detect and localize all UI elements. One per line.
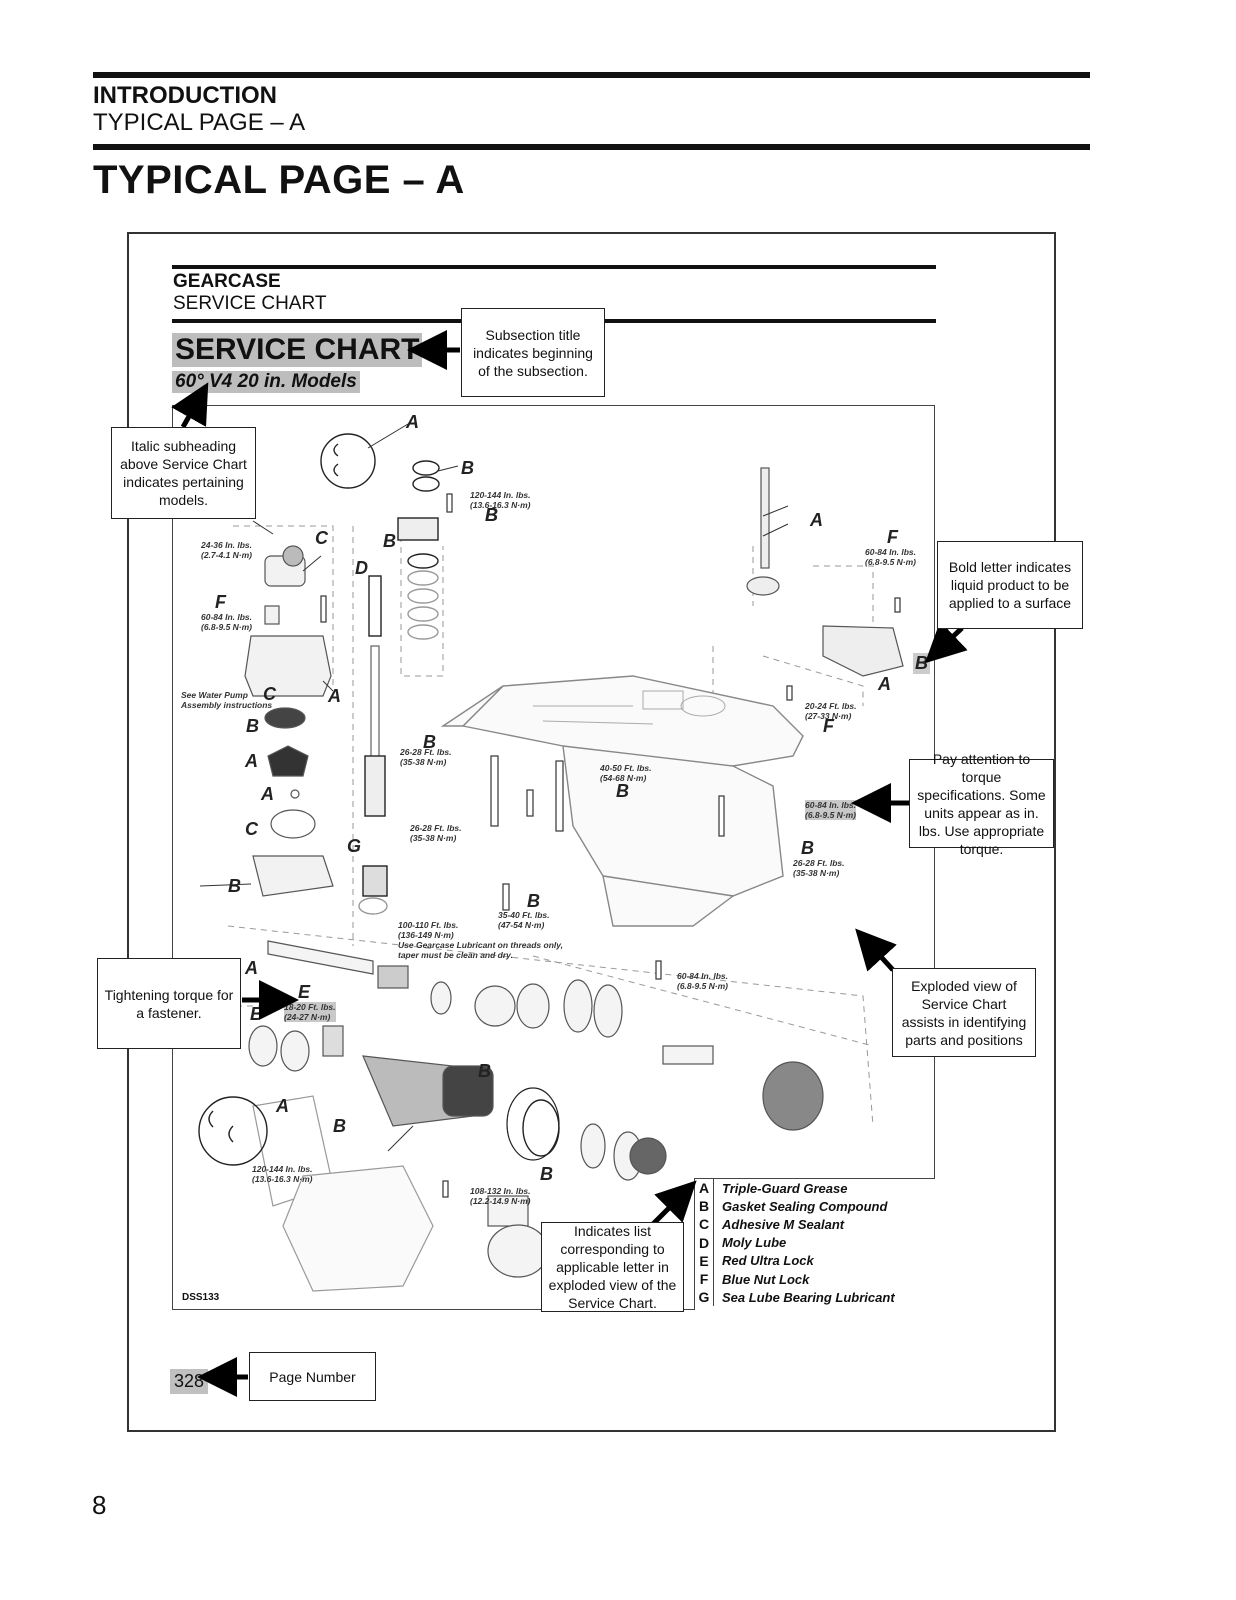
legend-row-c: C Adhesive M Sealant [695, 1215, 935, 1234]
torque-spec-11: 35-40 Ft. lbs.(47-54 N·m) [498, 910, 550, 930]
part-letter-a-impeller: A [245, 751, 258, 771]
callout-tightening-torque: Tightening torque for a fastener. [97, 958, 241, 1049]
part-letter-c-gasket: C [245, 819, 258, 839]
torque-spec-15: 120-144 In. lbs.(13.6-16.3 N·m) [252, 1164, 313, 1184]
callout-page-number: Page Number [249, 1352, 376, 1401]
legend-text: Red Ultra Lock [722, 1253, 814, 1269]
legend-text: Blue Nut Lock [722, 1271, 810, 1287]
part-letter-f-right: F [887, 527, 898, 547]
part-letter-a-tube: A [810, 510, 823, 530]
torque-spec-14: 18-20 Ft. lbs.(24-27 N·m) [284, 1002, 336, 1022]
figure-id: DSS133 [182, 1292, 220, 1303]
torque-spec-1: 120-144 In. lbs.(13.6-16.3 N·m) [470, 490, 531, 510]
part-letter-b-ring: B [540, 1164, 553, 1184]
sample-section-title: GEARCASE [173, 271, 281, 292]
legend-row-b: B Gasket Sealing Compound [695, 1197, 935, 1216]
legend-letter: C [695, 1215, 714, 1234]
part-letter-b-housing: B [246, 716, 259, 736]
sample-subsection-title: SERVICE CHART [173, 293, 327, 314]
legend-letter: D [695, 1233, 714, 1252]
part-letter-a-key: A [261, 784, 274, 804]
legend-text: Gasket Sealing Compound [722, 1198, 888, 1214]
part-letter-e: E [298, 982, 311, 1002]
exploded-view-diagram: A B B C B D A F F B A C A F B B A B A C … [172, 405, 935, 1310]
part-letter-f-bolt: F [823, 716, 834, 736]
part-letter-b-plate-low: B [228, 876, 241, 896]
exploded-view-drawing [198, 423, 904, 1292]
torque-spec-4: 60-84 In. lbs.(6.8-9.5 N·m) [865, 547, 917, 567]
legend-row-g: G Sea Lube Bearing Lubricant [695, 1288, 935, 1307]
part-letter-a-clip: A [276, 1096, 289, 1116]
legend-letter: B [695, 1197, 714, 1216]
callout-italic-subheading: Italic subheading above Service Chart in… [111, 427, 256, 519]
part-letter-a-top: A [406, 412, 419, 432]
torque-spec-5: 20-24 Ft. lbs.(27-33 N·m) [805, 701, 857, 721]
lubricant-legend: A Triple-Guard Grease B Gasket Sealing Com… [694, 1178, 935, 1310]
torque-spec-3: 60-84 In. lbs.(6.8-9.5 N·m) [201, 612, 253, 632]
part-letter-f-left: F [215, 592, 226, 612]
sample-page-number: 328 [170, 1369, 209, 1394]
legend-text: Adhesive M Sealant [722, 1216, 845, 1232]
service-chart-title: SERVICE CHART [172, 333, 423, 367]
part-letter-b-stud: B [423, 732, 436, 752]
legend-letter: A [695, 1179, 714, 1198]
torque-spec-9: 26-28 Ft. lbs.(35-38 N·m) [410, 823, 462, 843]
part-letter-a-shaft: A [245, 958, 258, 978]
header-section: INTRODUCTION [93, 82, 277, 109]
legend-letter: F [695, 1269, 714, 1289]
legend-row-e: E Red Ultra Lock [695, 1251, 935, 1270]
sample-header-top-rule [172, 265, 936, 269]
torque-spec-2: 24-36 In. lbs.(2.7-4.1 N·m) [201, 540, 253, 560]
torque-spec-6: 26-28 Ft. lbs.(35-38 N·m) [400, 747, 452, 767]
part-letter-b-spec1: B [485, 505, 498, 525]
header-subsection: TYPICAL PAGE – A [93, 109, 306, 136]
sample-page-frame [127, 232, 1056, 1432]
torque-spec-8: 60-84 In. lbs.(6.8-9.5 N·m) [805, 800, 857, 820]
legend-row-f: F Blue Nut Lock [695, 1269, 935, 1289]
torque-spec-13: 60-84 In. lbs.(6.8-9.5 N·m) [677, 971, 729, 991]
part-letter-c-oring: C [263, 684, 276, 704]
legend-row-a: A Triple-Guard Grease [695, 1179, 935, 1198]
legend-text: Moly Lube [722, 1235, 787, 1251]
part-letter-a-plate: A [878, 674, 891, 694]
part-letter-b-nut: B [527, 891, 540, 911]
callout-subsection-title: Subsection title indicates beginning of … [461, 308, 605, 397]
page-number: 8 [92, 1490, 107, 1520]
service-chart-subheading: 60° V4 20 in. Models [172, 371, 360, 393]
part-letter-b-top: B [461, 458, 474, 478]
part-letter-b-plate: B [485, 505, 498, 525]
callout-legend-list: Indicates list corresponding to applicab… [541, 1222, 684, 1312]
torque-spec-12: 100-110 Ft. lbs.(136-149 N·m)Use Gearcas… [398, 920, 564, 960]
page-title: TYPICAL PAGE – A [93, 158, 465, 202]
header-top-rule [93, 72, 1090, 78]
part-letter-a-oring: A [328, 686, 341, 706]
torque-spec-7: 40-50 Ft. lbs.(54-68 N·m) [600, 763, 652, 783]
part-letter-d-shaft: D [355, 558, 368, 578]
part-letter-b-cover: B [913, 653, 930, 674]
part-letter-g: G [347, 836, 362, 856]
part-letter-b-bearing: B [250, 1004, 263, 1024]
part-letter-b-stud2: B [616, 781, 629, 801]
part-letter-c-cap: C [315, 528, 328, 548]
callout-bold-letter: Bold letter indicates liquid product to … [937, 541, 1083, 629]
part-letter-b-housing-low: B [333, 1116, 346, 1136]
legend-letter: G [695, 1288, 714, 1307]
legend-text: Sea Lube Bearing Lubricant [722, 1289, 895, 1305]
part-letter-b-oring: B [383, 531, 396, 551]
part-letter-b-carrier: B [478, 1061, 491, 1081]
legend-text: Triple-Guard Grease [722, 1180, 848, 1196]
callout-torque-attention: Pay attention to torque specifications. … [909, 751, 1054, 857]
legend-row-d: D Moly Lube [695, 1233, 935, 1252]
callout-exploded-view: Exploded view of Service Chart assists i… [892, 968, 1036, 1057]
part-letter-b-bolt-right: B [801, 838, 814, 858]
legend-letter: E [695, 1251, 714, 1270]
header-bottom-rule [93, 144, 1090, 150]
torque-spec-10: 26-28 Ft. lbs.(35-38 N·m) [793, 858, 845, 878]
torque-spec-16: 108-132 In. lbs.(12.2-14.9 N·m) [470, 1186, 531, 1206]
